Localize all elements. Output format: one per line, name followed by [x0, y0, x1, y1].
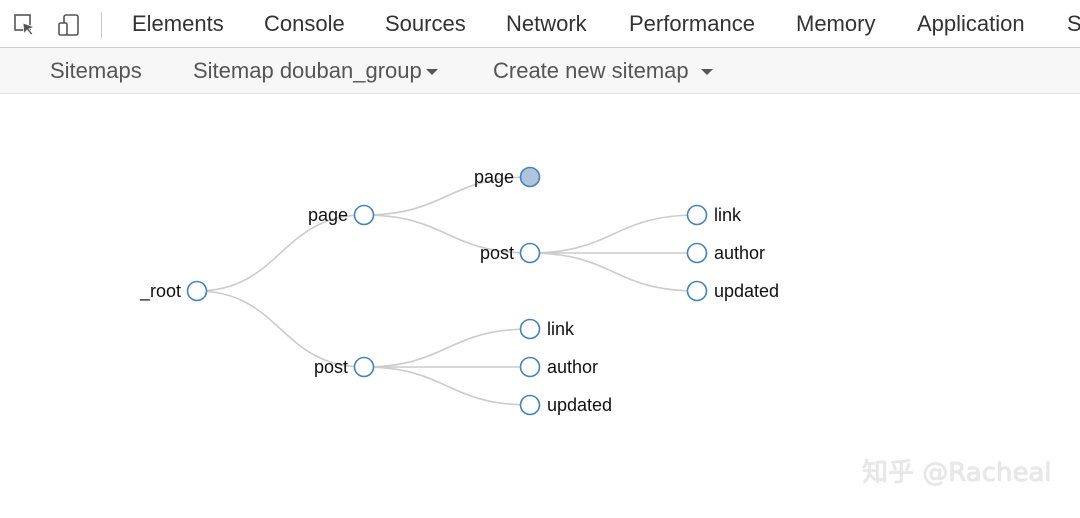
- devtools-tabbar: Elements Console Sources Network Perform…: [0, 0, 1080, 48]
- node-circle[interactable]: [353, 356, 375, 378]
- tab-performance[interactable]: Performance: [629, 11, 755, 36]
- create-sitemap-label: Create new sitemap: [493, 58, 689, 83]
- node-label: link: [714, 205, 742, 225]
- tree-node-link[interactable]: link: [686, 204, 743, 226]
- node-circle[interactable]: [519, 318, 541, 340]
- tab-console[interactable]: Console: [264, 11, 345, 36]
- node-circle[interactable]: [519, 394, 541, 416]
- tab-elements[interactable]: Elements: [132, 11, 224, 36]
- tree-node-updated[interactable]: updated: [686, 280, 780, 302]
- create-sitemap-dropdown[interactable]: Create new sitemap: [493, 57, 713, 85]
- tree-link: [363, 176, 531, 216]
- node-circle[interactable]: [686, 204, 708, 226]
- node-circle[interactable]: [686, 242, 708, 264]
- tab-network[interactable]: Network: [506, 11, 587, 36]
- tree-link: [529, 252, 698, 292]
- tab-overflow[interactable]: S: [1067, 11, 1080, 36]
- toolbar-divider: [101, 12, 102, 38]
- selector-graph: page link author updated post page link author u…: [0, 94, 1080, 518]
- node-circle[interactable]: [353, 204, 375, 226]
- node-circle[interactable]: [519, 242, 541, 264]
- node-label: _root: [139, 281, 181, 302]
- inspect-element-icon[interactable]: [12, 12, 38, 38]
- node-circle[interactable]: [686, 280, 708, 302]
- tree-node-author[interactable]: author: [686, 242, 766, 264]
- tree-node-page[interactable]: page: [308, 204, 375, 226]
- node-label: updated: [714, 281, 779, 301]
- scraper-nav: Sitemaps Sitemap douban_group Create new…: [0, 48, 1080, 94]
- chevron-down-icon: [425, 69, 438, 75]
- tree-node-post[interactable]: post: [480, 242, 541, 264]
- tree-node-link[interactable]: link: [519, 318, 576, 340]
- tree-node-updated[interactable]: updated: [519, 394, 613, 416]
- chevron-down-icon: [700, 69, 713, 75]
- tree-link: [363, 328, 531, 368]
- tree-node-author[interactable]: author: [519, 356, 599, 378]
- tree-link: [196, 214, 365, 292]
- sitemap-dropdown[interactable]: Sitemap douban_group: [193, 57, 438, 85]
- node-label: updated: [547, 395, 612, 415]
- node-circle[interactable]: [519, 356, 541, 378]
- sitemaps-link[interactable]: Sitemaps: [50, 57, 142, 85]
- selector-graph-svg: page link author updated post page link author u…: [139, 166, 780, 416]
- device-toolbar-icon[interactable]: [56, 12, 82, 38]
- watermark: 知乎 @Racheal: [862, 458, 1052, 488]
- node-label: page: [308, 205, 348, 225]
- tab-sources[interactable]: Sources: [385, 11, 466, 36]
- sitemap-dropdown-label: Sitemap douban_group: [193, 58, 422, 83]
- node-circle[interactable]: [186, 280, 208, 302]
- tree-node-page[interactable]: page: [474, 166, 541, 188]
- node-label: post: [480, 243, 514, 263]
- tree-link: [196, 290, 365, 368]
- node-label: page: [474, 167, 514, 187]
- tree-link: [529, 214, 698, 254]
- tree-node-post[interactable]: post: [314, 356, 375, 378]
- node-label: post: [314, 357, 348, 377]
- node-label: link: [547, 319, 575, 339]
- tree-node-_root[interactable]: _root: [139, 280, 208, 302]
- node-label: author: [714, 243, 765, 263]
- node-circle[interactable]: [519, 166, 541, 188]
- node-label: author: [547, 357, 598, 377]
- tree-link: [363, 366, 531, 406]
- tab-memory[interactable]: Memory: [796, 11, 876, 36]
- sitemaps-label: Sitemaps: [50, 58, 142, 83]
- tree-link: [363, 214, 531, 254]
- tab-application[interactable]: Application: [917, 11, 1025, 36]
